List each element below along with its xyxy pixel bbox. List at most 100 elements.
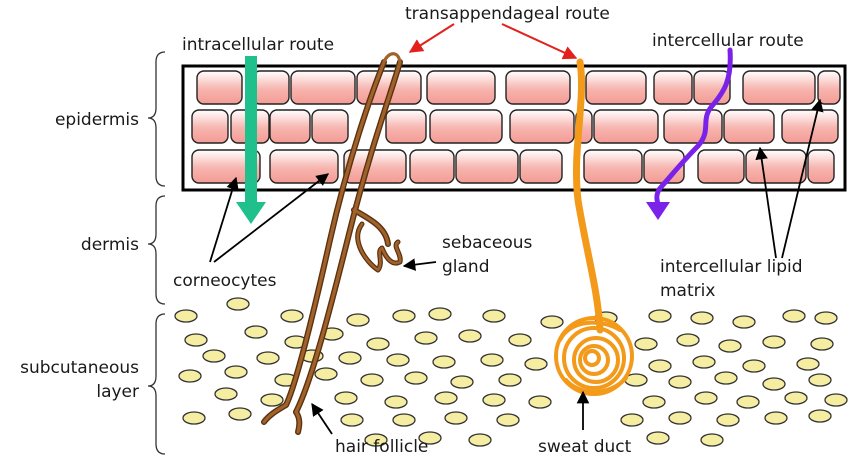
dermis-bracket [147, 195, 166, 305]
intercellular-route-arrow [646, 47, 733, 220]
fat-cell [692, 355, 716, 369]
corneocyte-cell [426, 70, 496, 105]
fat-cell [648, 359, 672, 373]
fat-cell [256, 351, 280, 365]
fat-cell [366, 337, 390, 351]
corneocyte-cell [742, 70, 816, 105]
label-pointer-arrows [209, 98, 824, 435]
fat-cell [214, 387, 238, 401]
sweat-gland-coil [554, 316, 634, 396]
fat-cell [808, 373, 832, 387]
fat-cell [690, 311, 714, 325]
fat-cell [508, 333, 532, 347]
sebaceous-gland-duct [352, 208, 390, 246]
intracellular-route-arrow [236, 56, 266, 224]
fat-cell [444, 411, 468, 425]
fat-cell [716, 413, 740, 427]
corneocyte-cell [697, 149, 745, 184]
fat-cell [782, 309, 806, 323]
corneocyte-cell [593, 109, 659, 144]
layer-brackets [147, 51, 166, 455]
fat-cell [668, 411, 692, 425]
fat-cell [182, 411, 206, 425]
label-intercellular-route: intercellular route [652, 31, 804, 51]
hair-follicle [261, 52, 403, 435]
fat-cell [700, 433, 724, 447]
label-hair-follicle: hair follicle [335, 437, 428, 457]
transappendageal-pointer-arrows [408, 23, 578, 60]
fat-cell [524, 357, 548, 371]
fat-cell [676, 333, 700, 347]
fat-cell [468, 433, 492, 447]
corneocyte-cell [807, 149, 835, 184]
fat-cell [718, 339, 742, 353]
corneocyte-cell [429, 109, 503, 144]
fat-cell [762, 377, 786, 391]
hair-follicle-pointer [311, 402, 333, 435]
corneocyte-cell [583, 149, 643, 184]
fat-cell [648, 309, 672, 323]
corneocyte-cell [723, 109, 775, 144]
subcutaneous-fat-cells [174, 297, 848, 447]
fat-cell [414, 331, 438, 345]
lipid-pointer-1 [781, 98, 824, 259]
fat-cell [810, 337, 834, 351]
corneocyte-cell [653, 70, 693, 105]
hair-bulb-right [294, 410, 301, 434]
hair-follicle-inner-wall [284, 60, 386, 407]
fat-cell [814, 311, 838, 325]
corneocyte-cell [817, 70, 841, 105]
fat-cell [620, 413, 644, 427]
fat-cell [714, 371, 738, 385]
corneocyte-cell [509, 109, 575, 144]
fat-cell [418, 431, 442, 445]
fat-cell [228, 407, 252, 421]
fat-cell [540, 315, 564, 329]
sebaceous-pointer [402, 258, 437, 271]
fat-cell [458, 329, 482, 343]
fat-cell [796, 357, 820, 371]
epidermis-bracket [147, 51, 166, 187]
subcutaneous-bracket [147, 313, 166, 455]
fat-cell [346, 313, 370, 327]
corneocyte-pointer-right [213, 173, 329, 263]
fat-cell [404, 371, 428, 385]
fat-cell [226, 297, 250, 311]
transappendageal-pointer-sweat [501, 23, 578, 60]
corneocyte-cell [409, 149, 455, 184]
lipid-pointer-2 [755, 146, 777, 259]
label-corneocytes: corneocytes [173, 271, 277, 291]
fat-cell [432, 355, 456, 369]
hair-follicle-top-loop [382, 52, 402, 64]
corneocyte-cell [269, 149, 339, 184]
fat-cell [340, 413, 364, 427]
fat-cell [528, 395, 552, 409]
label-subcutaneous-line2: layer [96, 382, 139, 402]
fat-cell [480, 353, 504, 367]
fat-cell [764, 411, 788, 425]
fat-cell [646, 431, 670, 445]
corneocyte-cell [519, 149, 563, 184]
fat-cell [434, 391, 458, 405]
label-sebaceous-line1: sebaceous [442, 233, 533, 253]
hair-follicle-outer-wall [294, 60, 402, 414]
fat-cell [642, 395, 666, 409]
label-lipid-line2: matrix [660, 281, 715, 301]
fat-cell [428, 307, 452, 321]
fat-cell [260, 393, 284, 407]
fat-cell [668, 375, 692, 389]
corneocyte-cell [455, 149, 519, 184]
corneocyte-cell [290, 70, 356, 105]
fat-cell [224, 365, 248, 379]
corneocyte-cell [191, 149, 261, 184]
label-transappendageal-route: transappendageal route [405, 4, 610, 24]
fat-cell [386, 353, 410, 367]
label-intracellular-route: intracellular route [182, 35, 334, 55]
corneocyte-cell [745, 149, 807, 184]
corneocyte-cells [191, 70, 841, 184]
fat-cell [334, 391, 358, 405]
fat-cell [732, 315, 756, 329]
label-epidermis: epidermis [55, 110, 139, 130]
fat-cell [392, 413, 416, 427]
